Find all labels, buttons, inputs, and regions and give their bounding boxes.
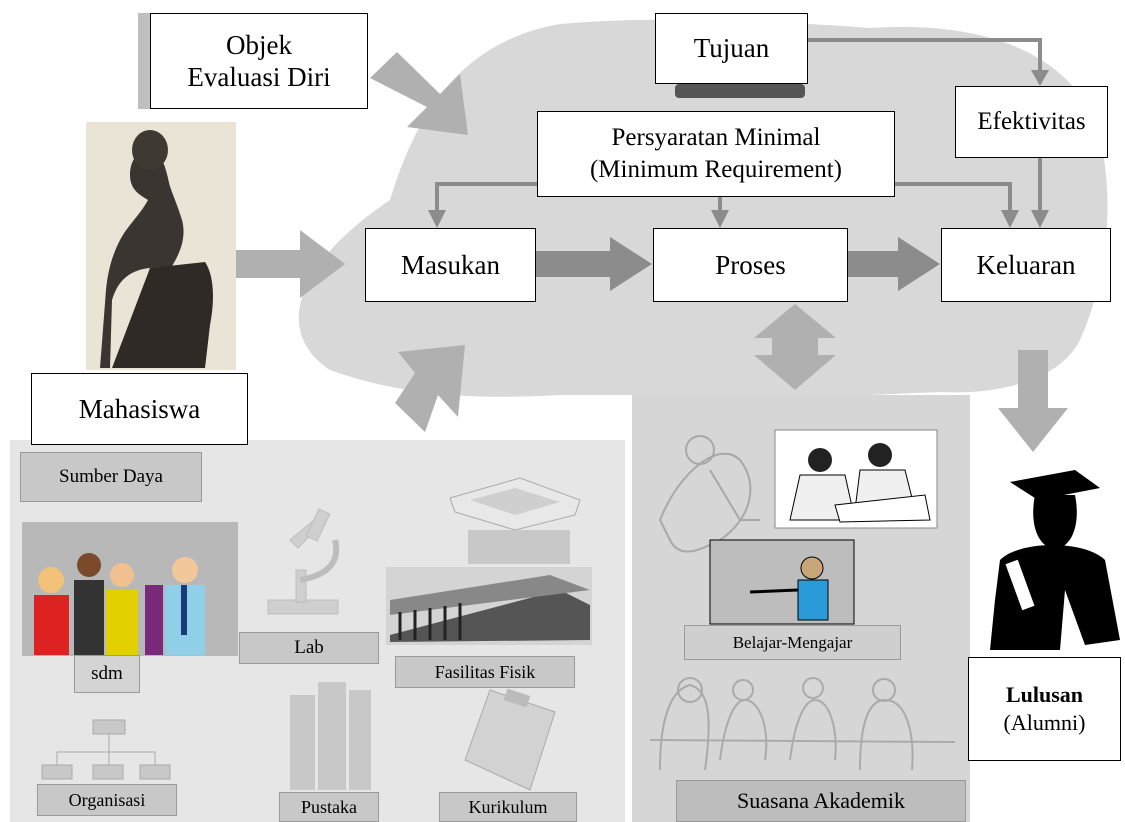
proses-suasana-double-arrow (754, 304, 836, 390)
building-image (386, 567, 592, 645)
efektivitas-label: Efektivitas (977, 108, 1086, 135)
lulusan-box: Lulusan (Alumni) (968, 657, 1121, 761)
library-books-image (290, 682, 371, 790)
organisasi-text: Organisasi (68, 789, 146, 810)
persyaratan-label-line1: Persyaratan Minimal (611, 124, 821, 151)
proses-keluaran-arrow (848, 237, 940, 291)
mahasiswa-arrow (225, 230, 345, 298)
pustaka-text: Pustaka (301, 796, 357, 817)
kurikulum-text: Kurikulum (468, 796, 548, 817)
objek-evaluasi-box: Objek Evaluasi Diri (150, 13, 368, 109)
lulusan-label: Lulusan (1005, 682, 1084, 707)
process-cloud (298, 19, 1108, 398)
efektivitas-box: Efektivitas (955, 86, 1108, 158)
tujuan-box: Tujuan (655, 13, 808, 84)
suasana-akademik-text: Suasana Akademik (736, 788, 906, 813)
keluaran-box: Keluaran (941, 228, 1111, 302)
fasilitas-text: Fasilitas Fisik (434, 661, 536, 682)
objek-label-line1: Objek (226, 30, 292, 60)
belajar-mengajar-label: Belajar-Mengajar (684, 625, 901, 660)
students-writing-image (774, 429, 938, 529)
persyaratan-label-line2: (Minimum Requirement) (589, 156, 843, 183)
meeting-sketch-image (649, 677, 956, 771)
objek-arrow (370, 52, 468, 135)
alumni-label: (Alumni) (1003, 710, 1086, 735)
kurikulum-label: Kurikulum (439, 792, 577, 822)
keluaran-label: Keluaran (976, 249, 1076, 280)
connector-arrowheads (428, 70, 1049, 228)
persyaratan-box: Persyaratan Minimal (Minimum Requirement… (537, 111, 895, 197)
proses-label: Proses (715, 249, 786, 280)
mahasiswa-label: Mahasiswa (78, 393, 201, 424)
microscope-image (267, 508, 340, 615)
belajar-mengajar-text: Belajar-Mengajar (732, 632, 853, 652)
lab-text: Lab (294, 637, 324, 658)
sdm-text: sdm (91, 663, 123, 684)
sumber-daya-text: Sumber Daya (59, 466, 163, 487)
graduate-silhouette-image (990, 470, 1120, 650)
lab-label: Lab (239, 632, 379, 664)
tujuan-label: Tujuan (693, 33, 770, 63)
open-book-image (449, 477, 581, 531)
masukan-label: Masukan (401, 249, 500, 280)
objek-label-line2: Evaluasi Diri (187, 62, 331, 92)
building-top-block (468, 530, 570, 564)
fasilitas-label: Fasilitas Fisik (395, 656, 575, 688)
researcher-sketch-image (658, 435, 760, 553)
sdm-label: sdm (74, 655, 140, 693)
thinker-statue-image (86, 122, 236, 370)
tujuan-shadow-bar (675, 84, 805, 98)
pustaka-label: Pustaka (279, 792, 379, 822)
proses-box: Proses (653, 228, 848, 302)
sdm-people-image (22, 522, 238, 656)
requirement-connectors (435, 38, 1042, 212)
mahasiswa-box: Mahasiswa (31, 373, 248, 445)
clipboard-image (464, 688, 556, 791)
masukan-proses-arrow (536, 237, 652, 291)
masukan-box: Masukan (365, 228, 536, 302)
organisasi-label: Organisasi (37, 784, 177, 816)
keluaran-lulusan-arrow (998, 350, 1068, 452)
teacher-image (709, 539, 855, 625)
resources-arrow (395, 345, 465, 432)
suasana-akademik-label: Suasana Akademik (676, 780, 966, 822)
org-chart-image (41, 719, 171, 780)
sumber-daya-label: Sumber Daya (20, 452, 202, 502)
